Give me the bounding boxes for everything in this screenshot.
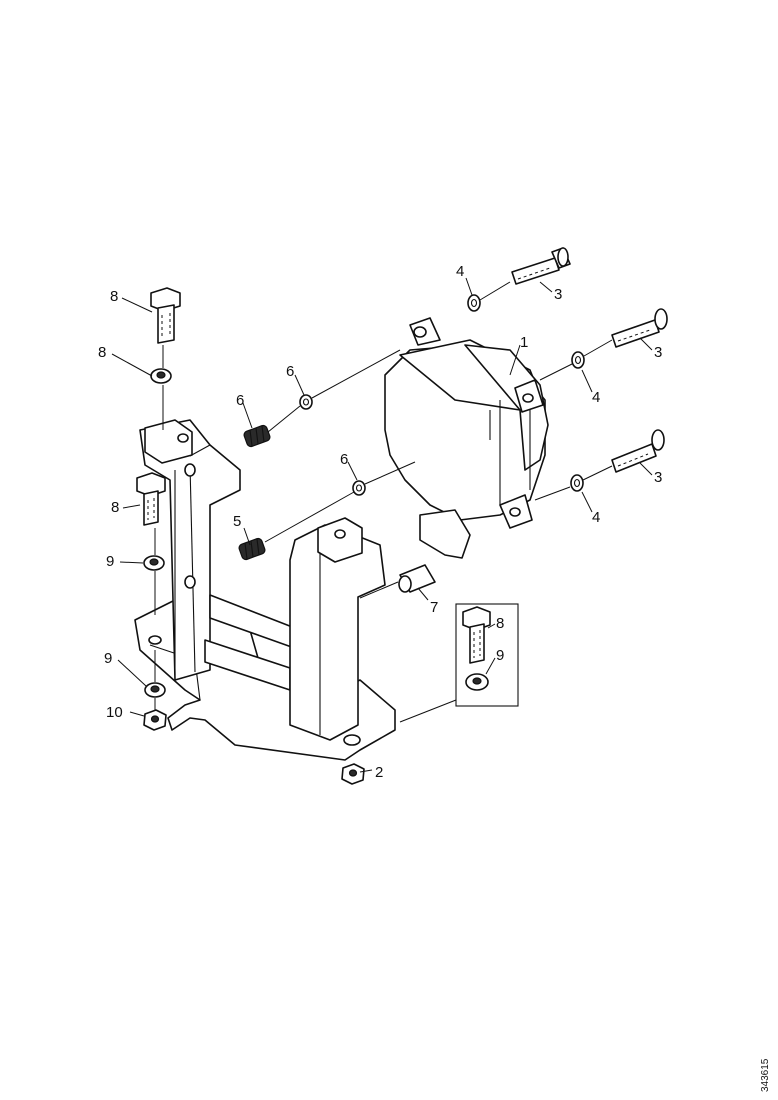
nut-base xyxy=(341,763,365,785)
callout-6-spring: 6 xyxy=(236,392,244,409)
drawing-reference-number: 343615 xyxy=(760,1058,771,1092)
callout-8-upper: 8 xyxy=(110,288,118,305)
callout-3-top: 3 xyxy=(554,286,562,303)
right-bracket xyxy=(289,517,386,741)
washer-9-upper xyxy=(150,368,172,384)
bolt-8-inset xyxy=(462,606,491,664)
callout-4-right: 4 xyxy=(592,389,600,406)
bolt-8-upper xyxy=(150,287,181,344)
control-unit xyxy=(384,317,549,559)
callout-4-top: 4 xyxy=(456,263,464,280)
callout-7: 7 xyxy=(430,599,438,616)
washer-9-mid xyxy=(143,555,165,571)
callout-5: 5 xyxy=(233,513,241,530)
rubber-mount-upper xyxy=(243,424,271,448)
inset-detail-box xyxy=(399,603,519,723)
callout-8-washer-upper: 8 xyxy=(98,344,106,361)
callout-3-right: 3 xyxy=(654,344,662,361)
callout-3-lower: 3 xyxy=(654,469,662,486)
bolt-3-right xyxy=(611,308,668,348)
rubber-mount-lower xyxy=(238,537,266,561)
washer-9-inset xyxy=(465,673,489,691)
callout-10: 10 xyxy=(106,704,123,721)
callout-9-lower: 9 xyxy=(104,650,112,667)
spacer-sleeve xyxy=(398,564,436,593)
washer-4-top xyxy=(467,294,481,312)
callout-1: 1 xyxy=(520,334,528,351)
bolt-8-left xyxy=(136,472,166,526)
left-bracket xyxy=(139,419,241,681)
callout-4-lower: 4 xyxy=(592,509,600,526)
callout-leaders xyxy=(111,277,653,773)
callout-8-inset: 8 xyxy=(496,615,504,632)
callout-9-inset: 9 xyxy=(496,647,504,664)
callout-8-left-bolt: 8 xyxy=(111,499,119,516)
callout-2: 2 xyxy=(375,764,383,781)
nut-10 xyxy=(143,709,167,731)
callout-9-mid: 9 xyxy=(106,553,114,570)
assembly-axes xyxy=(154,281,613,710)
callout-6-mid-washer: 6 xyxy=(340,451,348,468)
bolt-3-lower xyxy=(611,429,665,473)
callout-6-upper-washer: 6 xyxy=(286,363,294,380)
washer-mid xyxy=(352,480,366,496)
bolt-3-top xyxy=(511,247,571,285)
washer-4-lower xyxy=(570,474,584,492)
washer-upper xyxy=(299,394,313,410)
washer-4-right xyxy=(571,351,585,369)
washer-9-lower xyxy=(144,682,166,698)
